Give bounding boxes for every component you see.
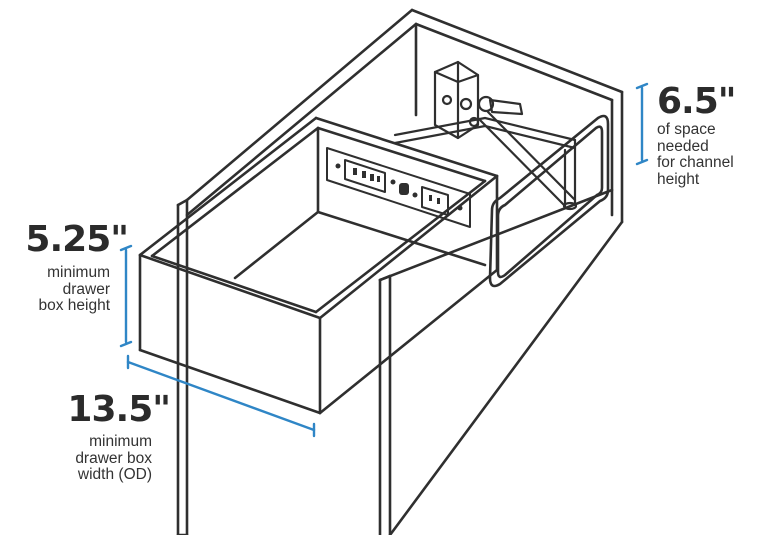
outlet-details bbox=[335, 163, 463, 211]
caption-line: height bbox=[657, 171, 700, 189]
drawer-channel-arm bbox=[393, 95, 578, 211]
channel-height-annotation: 6.5" of space needed for channel height bbox=[657, 84, 772, 189]
drawer-height-caption: minimum drawer box height bbox=[2, 264, 110, 315]
channel-height-value: 6.5" bbox=[657, 81, 737, 122]
cabinet-left-side bbox=[176, 198, 189, 535]
drawer-height-annotation: 5.25" bbox=[2, 219, 129, 260]
caption-line: of space bbox=[657, 121, 716, 138]
caption-line: needed bbox=[657, 137, 709, 155]
cabinet-right-side bbox=[378, 90, 624, 535]
cabinet-back-frame bbox=[185, 8, 624, 217]
caption-line: box height bbox=[38, 297, 110, 315]
drawer-width-caption: minimum drawer box width (OD) bbox=[40, 433, 152, 484]
caption-line: width (OD) bbox=[77, 466, 152, 484]
caption-line: minimum bbox=[89, 433, 152, 450]
drawer-width-annotation: 13.5" bbox=[40, 389, 171, 430]
outlet-panel-icon bbox=[326, 147, 471, 228]
channel-height-dimension bbox=[635, 82, 649, 166]
caption-line: minimum bbox=[47, 264, 110, 281]
channel-height-caption: of space needed for channel height bbox=[657, 121, 772, 189]
caption-line: for channel bbox=[657, 154, 734, 172]
caption-line: drawer bbox=[62, 280, 110, 298]
caption-line: drawer box bbox=[75, 449, 152, 467]
junction-box-icon bbox=[433, 60, 480, 140]
drawer-width-dimension bbox=[126, 354, 316, 438]
drawer-height-dimension bbox=[119, 244, 133, 348]
drawer-box bbox=[138, 116, 499, 415]
drawer-height-value: 5.25" bbox=[25, 219, 129, 260]
drawer-width-value: 13.5" bbox=[67, 389, 171, 430]
